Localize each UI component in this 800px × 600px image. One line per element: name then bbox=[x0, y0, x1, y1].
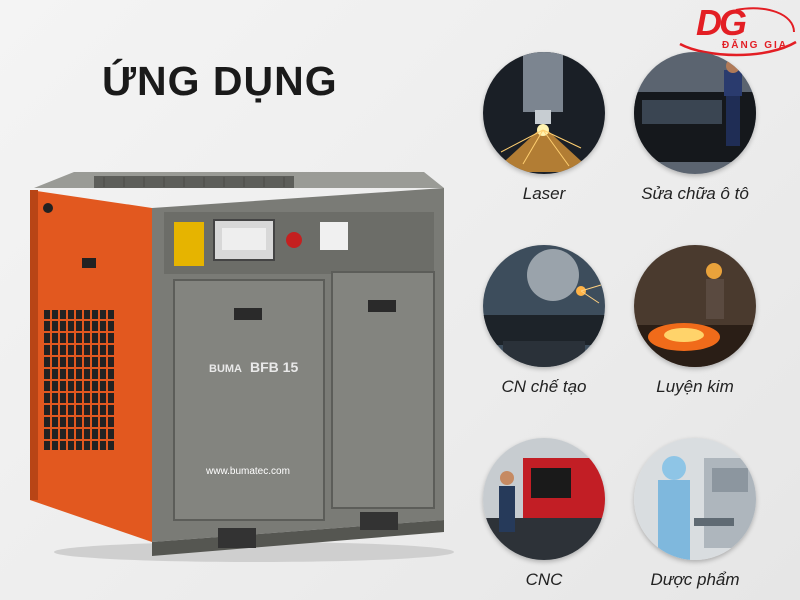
machine-website: www.bumatec.com bbox=[205, 466, 290, 477]
application-pharma: Dược phẩm bbox=[630, 438, 760, 590]
pharma-photo bbox=[634, 438, 756, 560]
application-label: Luyện kim bbox=[656, 377, 734, 396]
manufacturing-photo bbox=[483, 245, 605, 367]
auto-repair-photo bbox=[634, 52, 756, 174]
application-laser: Laser bbox=[479, 52, 609, 204]
cnc-photo bbox=[483, 438, 605, 560]
application-label: Dược phẩm bbox=[650, 570, 740, 589]
application-auto-repair: Sửa chữa ô tô bbox=[630, 52, 760, 204]
logo-text: ĐĂNG GIA bbox=[722, 40, 788, 51]
application-cnc: CNC bbox=[479, 438, 609, 590]
application-manufacturing: CN chế tạo bbox=[479, 245, 609, 397]
application-metallurgy: Luyện kim bbox=[630, 245, 760, 397]
machine-model: BFB 15 bbox=[250, 359, 298, 375]
metallurgy-photo bbox=[634, 245, 756, 367]
dang-gia-logo: DG ĐĂNG GIA bbox=[676, 2, 798, 60]
logo-mark: DG bbox=[696, 2, 747, 43]
machine-brand: BUMA bbox=[209, 363, 242, 375]
application-label: CN chế tạo bbox=[501, 377, 587, 396]
page-title: ỨNG DỤNG bbox=[102, 58, 338, 104]
application-label: Laser bbox=[522, 184, 566, 203]
logo-swoosh bbox=[679, 7, 797, 57]
application-label: CNC bbox=[525, 570, 563, 589]
application-label: Sửa chữa ô tô bbox=[641, 184, 749, 203]
laser-photo bbox=[483, 52, 605, 174]
air-compressor-image: BUMA BFB 15 www.bumatec.com bbox=[24, 160, 464, 570]
